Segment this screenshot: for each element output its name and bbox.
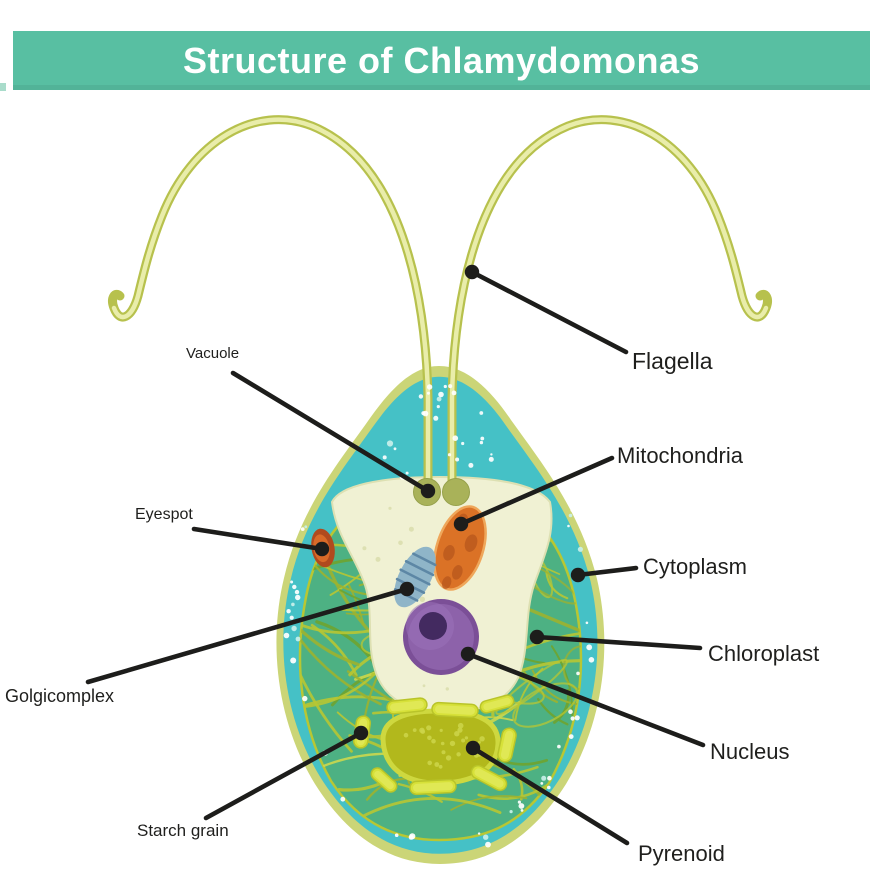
leader-dot-chloroplast [529,629,545,645]
vacuole-shape [413,478,470,506]
flagella-shapes [108,115,772,505]
label-starch-grain: Starch grain [137,821,229,840]
leader-line-vacuole [230,370,431,494]
label-pyrenoid: Pyrenoid [638,841,725,866]
leader-lines [85,264,706,846]
label-nucleus: Nucleus [710,739,790,764]
leader-line-starch-grain [203,730,364,821]
leader-line-eyespot [191,526,325,552]
leader-dot-golgi [399,581,415,597]
leader-dot-vacuole [420,483,436,499]
leader-line-golgi [85,586,410,685]
cytoplasm-speckles [283,384,595,848]
label-golgi-complex: Golgicomplex [5,686,115,706]
label-mitochondria: Mitochondria [617,443,743,468]
leader-dot-starch-grain [353,725,369,741]
title-banner: Structure of Chlamydomonas [13,31,870,90]
label-cytoplasm: Cytoplasm [643,554,747,579]
leader-line-mitochondria [458,455,615,527]
leader-line-cytoplasm [575,565,639,578]
leader-dot-eyespot [314,541,330,557]
leader-dot-cytoplasm [570,567,586,583]
leader-dot-pyrenoid [465,740,481,756]
leader-dot-mitochondria [453,516,469,532]
nucleus-shape [403,599,479,675]
leader-line-chloroplast [534,634,703,651]
label-eyespot: Eyespot [135,506,193,523]
nucleolus-shape [419,612,447,640]
leader-line-flagella [469,269,629,355]
label-vacuole: Vacuole [186,345,240,362]
starch-grain-shapes [352,694,517,796]
leader-dot-nucleus [460,646,476,662]
page-title: Structure of Chlamydomonas [182,39,701,81]
leader-line-pyrenoid [470,745,630,846]
leader-line-nucleus [465,651,706,748]
banner-edge-fragment [0,83,6,91]
leader-dot-flagella [464,264,480,280]
label-flagella: Flagella [632,348,713,374]
label-chloroplast: Chloroplast [708,641,820,666]
